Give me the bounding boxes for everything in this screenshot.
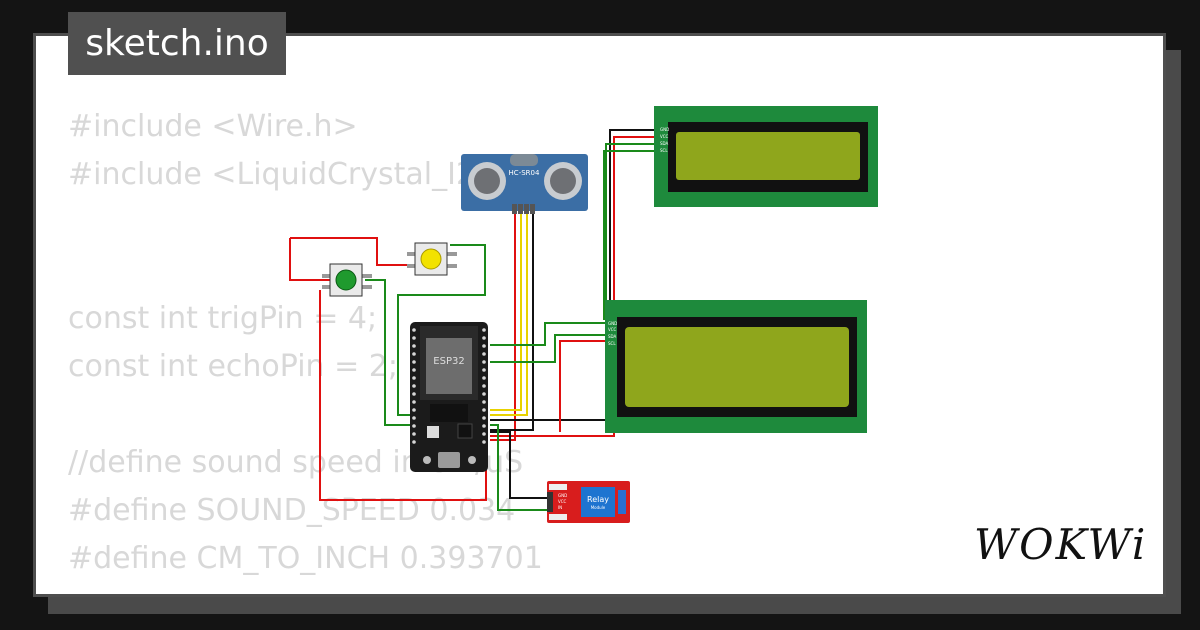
wire-btn-green-signal bbox=[365, 279, 410, 426]
lcd-display-2[interactable]: GND VCC SDA SCL bbox=[605, 300, 867, 433]
lcd1-pin-sda: SDA bbox=[660, 141, 669, 146]
code-line: #define SOUND_SPEED 0.034 bbox=[68, 493, 516, 528]
wire-lcd2-sda bbox=[490, 322, 607, 346]
code-line: #include <Wire.h> bbox=[68, 109, 358, 144]
lcd-display-1[interactable]: GND VCC SDA SCL bbox=[654, 106, 878, 207]
ultrasonic-sensor[interactable]: HC-SR04 bbox=[461, 154, 588, 214]
relay-pin-gnd: GND bbox=[558, 493, 567, 498]
wire-lcd2-scl bbox=[490, 334, 607, 363]
relay-module[interactable]: Relay Module GND VCC IN bbox=[547, 481, 630, 523]
wire-lcd1-sda bbox=[605, 143, 656, 320]
wire-lcd1-gnd bbox=[490, 129, 656, 421]
lcd1-pin-gnd: GND bbox=[660, 127, 669, 132]
wokwi-logo: WOKWi bbox=[974, 520, 1148, 569]
relay-pin-vcc: VCC bbox=[558, 499, 567, 504]
wire-relay-in bbox=[490, 424, 548, 511]
lcd2-pin-sda: SDA bbox=[608, 334, 617, 339]
wire-btn-green-power bbox=[289, 238, 330, 281]
relay-pin-in: IN bbox=[558, 505, 562, 510]
ultrasonic-label: HC-SR04 bbox=[509, 169, 540, 177]
code-line: const int echoPin = 2; bbox=[68, 349, 398, 384]
esp32-label: ESP32 bbox=[433, 356, 464, 367]
lcd2-pin-vcc: VCC bbox=[608, 327, 617, 332]
wire-ultrasonic-trig bbox=[490, 212, 522, 411]
push-button-yellow[interactable] bbox=[407, 242, 457, 276]
relay-sublabel: Module bbox=[591, 505, 606, 510]
esp32-board[interactable]: ESP32 bbox=[410, 322, 488, 472]
relay-label: Relay bbox=[587, 495, 609, 504]
wire-ultrasonic-vcc bbox=[490, 212, 516, 441]
wire-lcd2-vcc bbox=[559, 340, 607, 432]
sketch-title: sketch.ino bbox=[68, 12, 286, 75]
wire-ultrasonic-gnd bbox=[490, 212, 534, 431]
wire-ultrasonic-echo bbox=[490, 212, 528, 416]
wire-lcd1-scl bbox=[603, 150, 656, 320]
code-line: const int trigPin = 4; bbox=[68, 301, 378, 336]
code-listing: #include <Wire.h> #include <LiquidCrysta… bbox=[68, 103, 550, 583]
wire-relay-gnd bbox=[490, 431, 548, 499]
code-line: //define sound speed in cm/uS bbox=[68, 445, 524, 480]
lcd2-pin-gnd: GND bbox=[608, 321, 617, 326]
wire-btn-yellow-signal bbox=[397, 244, 486, 416]
lcd1-pin-scl: SCL bbox=[660, 148, 668, 153]
push-button-green[interactable] bbox=[322, 263, 372, 297]
lcd2-pin-scl: SCL bbox=[608, 341, 616, 346]
lcd1-pin-vcc: VCC bbox=[660, 134, 669, 139]
wire-lcd1-vcc bbox=[490, 136, 656, 437]
wire-btn-yellow-power bbox=[290, 237, 417, 266]
code-line: #define CM_TO_INCH 0.393701 bbox=[68, 541, 543, 576]
